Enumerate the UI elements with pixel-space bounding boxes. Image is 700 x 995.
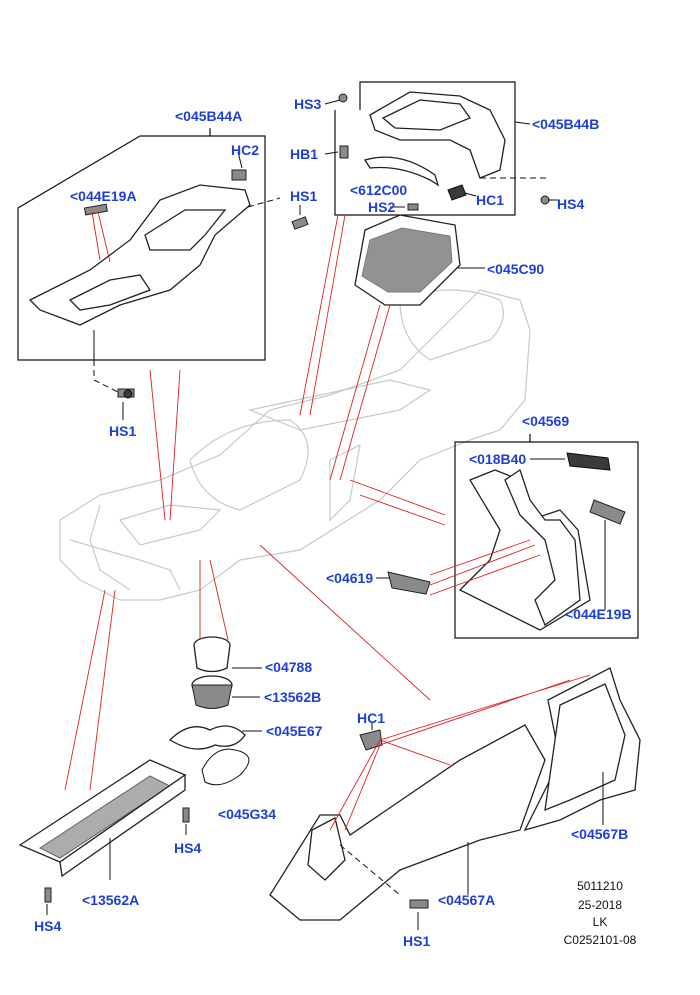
callout-045C90[interactable]: <045C90 [487, 261, 545, 277]
panel-04569-box [376, 434, 639, 639]
callout-044E19A[interactable]: <044E19A [70, 188, 137, 204]
callout-04788[interactable]: <04788 [265, 659, 313, 675]
cup-holder-parts [149, 369, 262, 786]
callout-HS4-top[interactable]: HS4 [557, 196, 585, 212]
top-red-leaders [299, 214, 391, 481]
callout-04619[interactable]: <04619 [326, 570, 374, 586]
callout-045B44B[interactable]: <045B44B [532, 116, 600, 132]
callout-045G34[interactable]: <045G34 [218, 806, 276, 822]
callout-HC1-top[interactable]: HC1 [476, 192, 505, 208]
part-04567B [523, 667, 641, 832]
part-045C90 [354, 214, 485, 306]
console-ghost-outline [59, 289, 531, 601]
callout-018B40[interactable]: <018B40 [469, 451, 527, 467]
callout-HS4-bottom[interactable]: HS4 [34, 918, 62, 934]
callout-13562A[interactable]: <13562A [82, 892, 140, 908]
callout-HS1-left[interactable]: HS1 [109, 423, 137, 439]
part-13562A [18, 589, 190, 915]
callout-044E19B[interactable]: <044E19B [565, 606, 632, 622]
callout-04567A[interactable]: <04567A [438, 892, 496, 908]
callout-045E67[interactable]: <045E67 [266, 723, 323, 739]
callout-045B44A[interactable]: <045B44A [175, 108, 243, 124]
callout-HB1[interactable]: HB1 [290, 146, 319, 162]
callout-HS1-top[interactable]: HS1 [290, 188, 318, 204]
callout-HC1-bottom[interactable]: HC1 [357, 710, 386, 726]
callout-HS2[interactable]: HS2 [368, 199, 396, 215]
callout-04569[interactable]: <04569 [522, 413, 570, 429]
panel-045B44B-box [324, 81, 560, 216]
callout-HS3[interactable]: HS3 [294, 96, 322, 112]
drawing-date: 25-2018 [577, 898, 623, 912]
callout-HC2[interactable]: HC2 [231, 142, 260, 158]
callout-612C00[interactable]: <612C00 [350, 182, 408, 198]
drawing-number: 5011210 [577, 879, 623, 893]
drawing-reference: C0252101-08 [563, 933, 637, 947]
drawing-code: LK [592, 915, 608, 929]
part-04567A [259, 479, 591, 930]
callout-04567B[interactable]: <04567B [571, 826, 629, 842]
panel-045B44A-box [17, 128, 309, 420]
callout-HS4-mid[interactable]: HS4 [174, 840, 202, 856]
callout-HS1-bottom[interactable]: HS1 [403, 933, 431, 949]
callout-13562B[interactable]: <13562B [264, 689, 322, 705]
